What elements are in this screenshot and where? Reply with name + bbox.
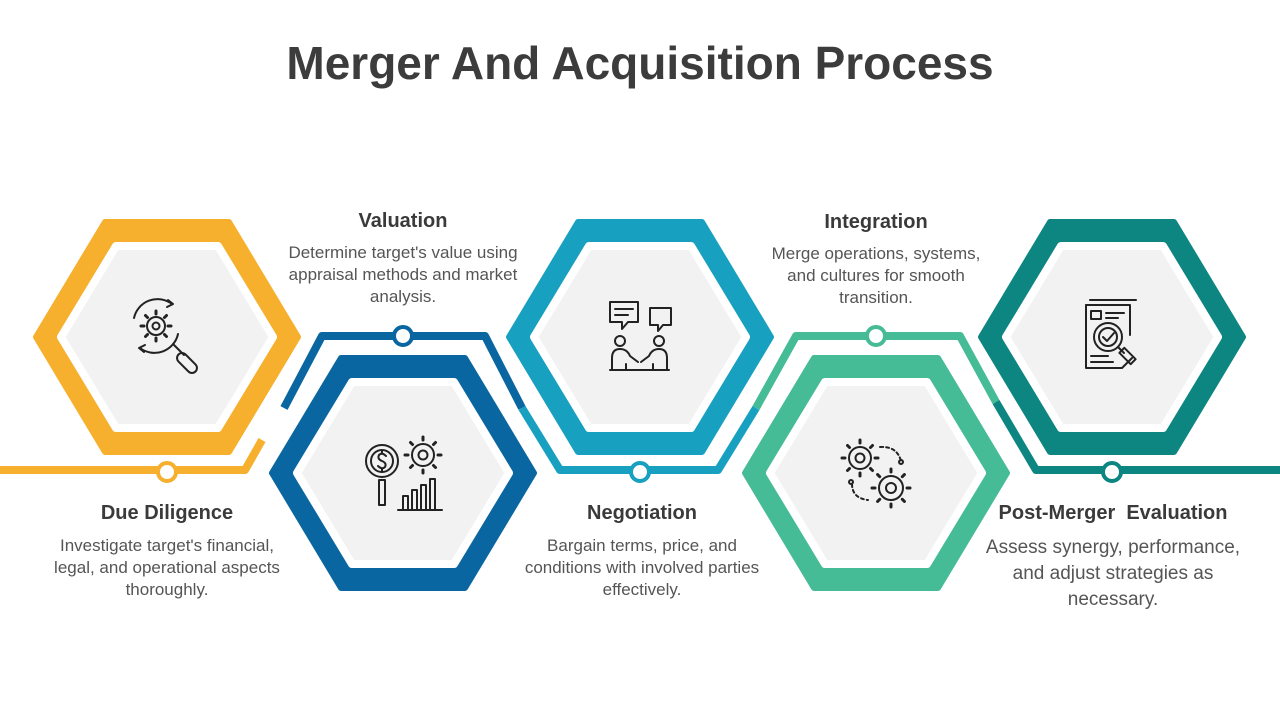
step-title-valuation: Valuation <box>358 210 448 232</box>
step-title-integration: Integration <box>824 211 928 233</box>
hexagon-step-5 <box>978 219 1246 455</box>
hexagon-step-1 <box>33 219 301 455</box>
connector-line-1 <box>0 438 266 474</box>
connector-node-4 <box>865 325 887 347</box>
connector-line-5 <box>992 399 1280 474</box>
document-magnifier-check-icon <box>1085 299 1137 369</box>
page-title: Merger And Acquisition Process <box>286 37 994 89</box>
step-title-due-diligence: Due Diligence <box>100 502 234 524</box>
connector-node-2 <box>392 325 414 347</box>
dollar-gear-bar-chart-icon <box>365 435 443 511</box>
step-description-integration: Merge operations, systems, and cultures … <box>771 244 981 307</box>
step-description-due-diligence: Investigate target's financial, legal, a… <box>54 536 280 599</box>
magnifier-gear-cycle-icon <box>133 298 198 374</box>
step-description-valuation: Determine target's value using appraisal… <box>288 243 518 306</box>
step-description-negotiation: Bargain terms, price, and conditions wit… <box>524 536 760 599</box>
connected-gears-icon <box>840 438 912 509</box>
connector-node-5 <box>1101 461 1123 483</box>
step-title-post-merger-evaluation: Post-Merger Evaluation <box>998 502 1228 524</box>
step-title-negotiation: Negotiation <box>587 502 697 524</box>
people-discussion-icon <box>609 301 672 371</box>
step-description-post-merger-evaluation: Assess synergy, performance, and adjust … <box>985 537 1241 610</box>
connector-node-3 <box>629 461 651 483</box>
hexagon-step-3 <box>506 219 774 455</box>
connector-node-1 <box>156 461 178 483</box>
hexagon-step-2 <box>269 355 537 591</box>
hexagon-step-4 <box>742 355 1010 591</box>
